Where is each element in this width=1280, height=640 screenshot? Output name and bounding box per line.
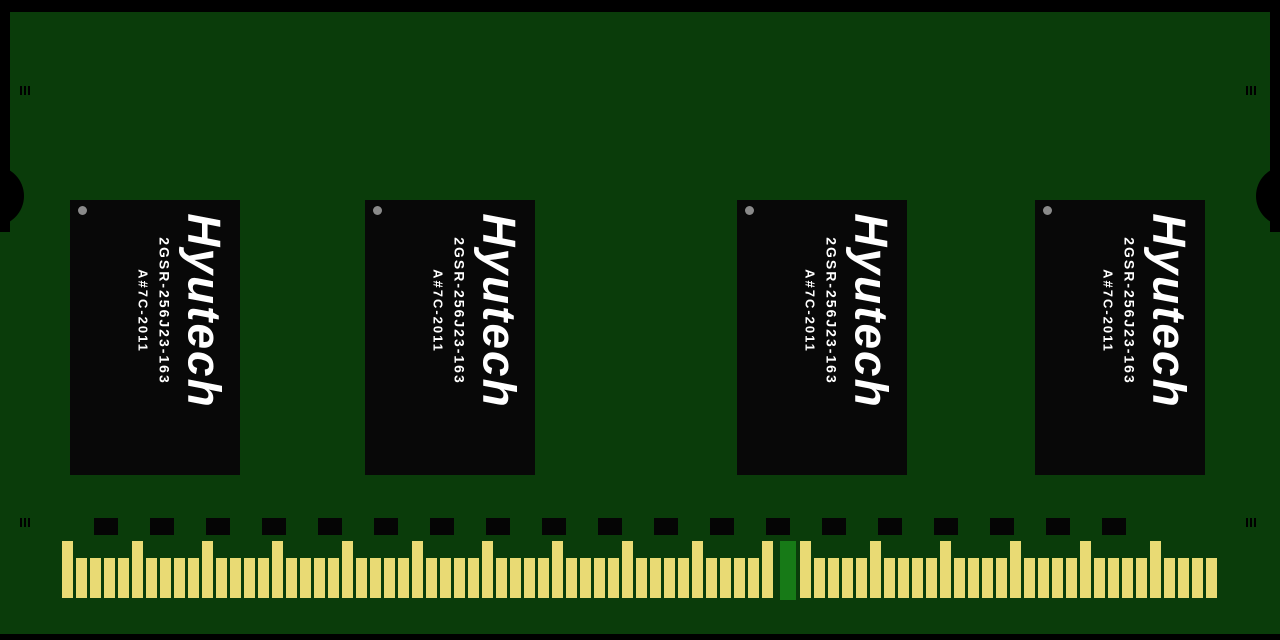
smd-component <box>990 518 1014 535</box>
board-edge-left <box>0 12 10 232</box>
fiducial-mark <box>1246 86 1256 95</box>
board-edge-right <box>1270 12 1280 232</box>
smd-component <box>206 518 230 535</box>
smd-component <box>1046 518 1070 535</box>
memory-chip: Hyutech 2GSR-256J23-163 A#7C-2011 <box>737 200 907 475</box>
pin1-indicator-icon <box>745 206 754 215</box>
chip-part-number: 2GSR-256J23-163 <box>1121 236 1137 385</box>
chip-date-code: A#7C-2011 <box>135 268 150 353</box>
chip-label: Hyutech 2GSR-256J23-163 A#7C-2011 <box>391 173 561 448</box>
mounting-notch-right <box>1256 166 1280 226</box>
smd-component <box>430 518 454 535</box>
smd-component <box>94 518 118 535</box>
fiducial-mark <box>1246 518 1256 527</box>
smd-component-row <box>0 518 1280 536</box>
pin1-indicator-icon <box>78 206 87 215</box>
pin1-indicator-icon <box>1043 206 1052 215</box>
smd-component <box>486 518 510 535</box>
chip-brand: Hyutech <box>845 212 897 409</box>
smd-component <box>934 518 958 535</box>
smd-component <box>878 518 902 535</box>
smd-component <box>654 518 678 535</box>
smd-component <box>374 518 398 535</box>
smd-component <box>822 518 846 535</box>
smd-component <box>542 518 566 535</box>
memory-chip: Hyutech 2GSR-256J23-163 A#7C-2011 <box>1035 200 1205 475</box>
chip-brand: Hyutech <box>1143 212 1195 409</box>
memory-chip: Hyutech 2GSR-256J23-163 A#7C-2011 <box>365 200 535 475</box>
chip-label: Hyutech 2GSR-256J23-163 A#7C-2011 <box>96 173 266 448</box>
memory-chip: Hyutech 2GSR-256J23-163 A#7C-2011 <box>70 200 240 475</box>
smd-component <box>766 518 790 535</box>
mounting-notch-left <box>0 166 24 226</box>
smd-component <box>1102 518 1126 535</box>
chip-part-number: 2GSR-256J23-163 <box>451 236 467 385</box>
chip-part-number: 2GSR-256J23-163 <box>156 236 172 385</box>
smd-component <box>318 518 342 535</box>
chip-brand: Hyutech <box>473 212 525 409</box>
chip-label: Hyutech 2GSR-256J23-163 A#7C-2011 <box>1061 173 1231 448</box>
chip-date-code: A#7C-2011 <box>430 268 445 353</box>
chip-date-code: A#7C-2011 <box>802 268 817 353</box>
fiducial-mark <box>20 86 30 95</box>
smd-component <box>598 518 622 535</box>
chip-part-number: 2GSR-256J23-163 <box>823 236 839 385</box>
fiducial-mark <box>20 518 30 527</box>
smd-component <box>710 518 734 535</box>
chip-date-code: A#7C-2011 <box>1100 268 1115 353</box>
pcb-board: Hyutech 2GSR-256J23-163 A#7C-2011 Hyutec… <box>0 12 1280 634</box>
chip-label: Hyutech 2GSR-256J23-163 A#7C-2011 <box>763 173 933 448</box>
chip-brand: Hyutech <box>178 212 230 409</box>
pin1-indicator-icon <box>373 206 382 215</box>
smd-component <box>262 518 286 535</box>
smd-component <box>150 518 174 535</box>
